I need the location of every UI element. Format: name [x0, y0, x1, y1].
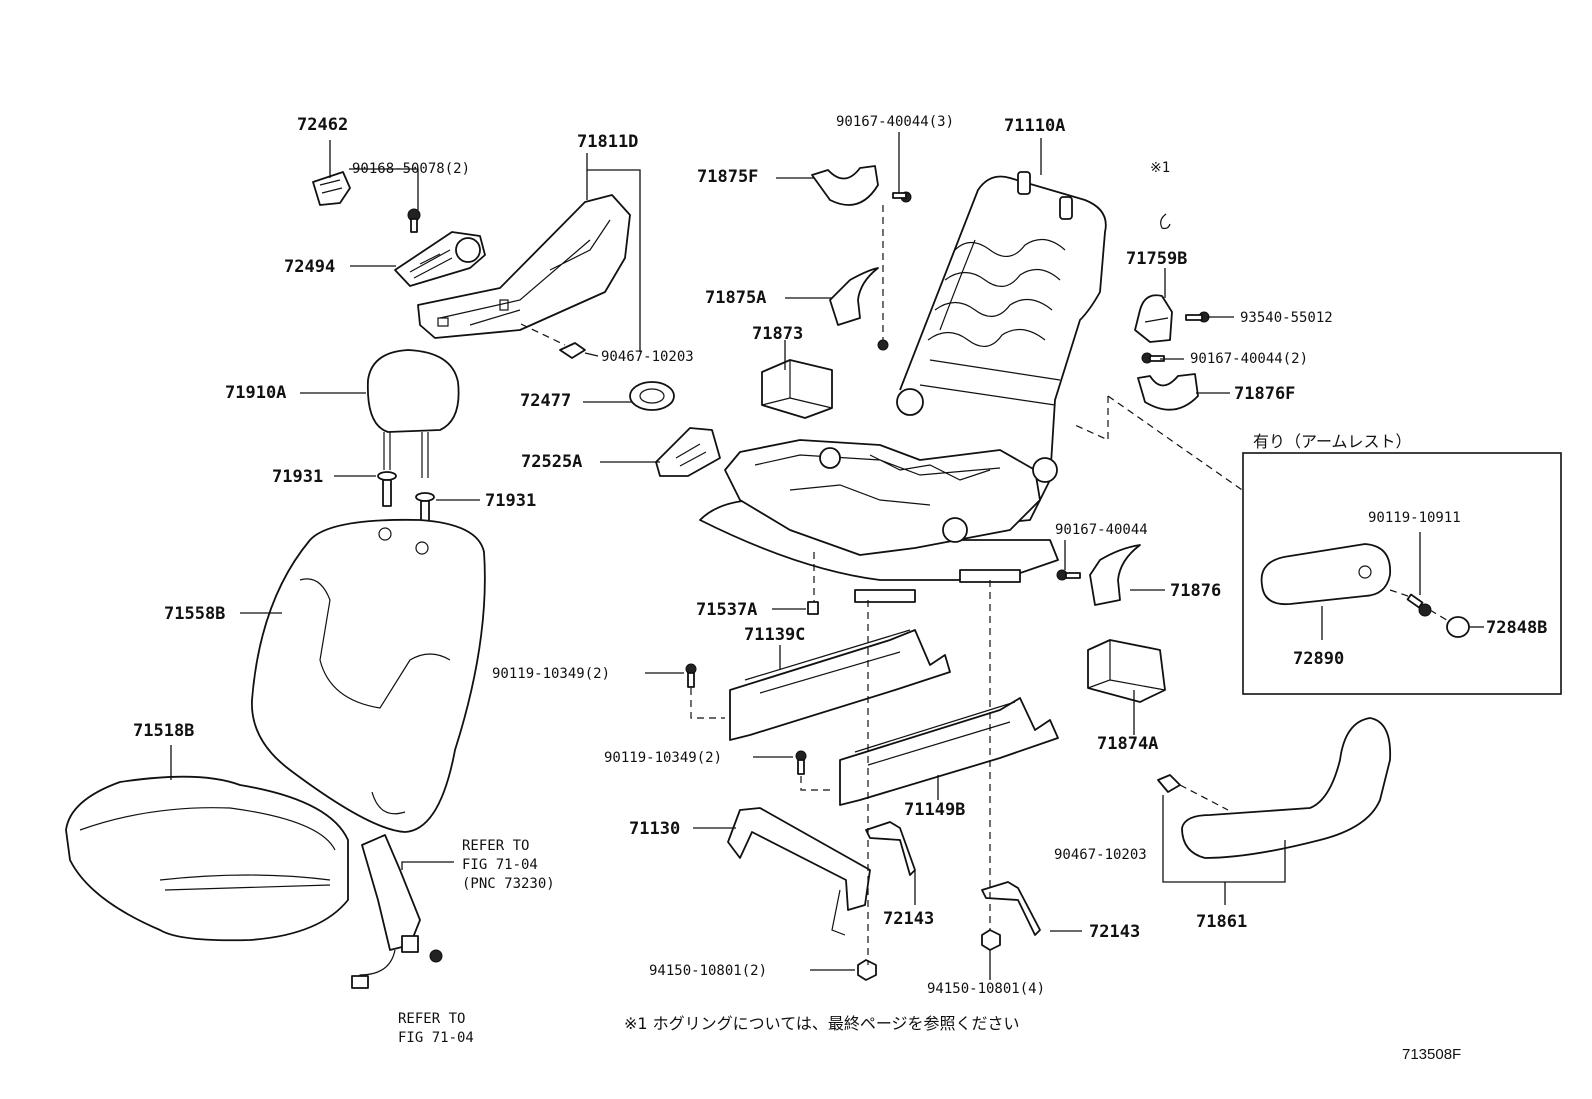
label-90167-40044-2: 90167-40044(2) [1190, 351, 1308, 367]
part-71811D-shield [417, 194, 631, 339]
part-72477-ring [629, 381, 675, 411]
label-90168-50078: 90168-50078(2) [352, 161, 470, 177]
label-71931-b: 71931 [485, 491, 536, 511]
label-71518B: 71518B [133, 721, 194, 741]
nut-94150-a [857, 959, 877, 981]
label-hog-ring-note-mark: ※1 [1150, 160, 1170, 176]
label-71931-a: 71931 [272, 467, 323, 487]
part-72525A-knob [655, 427, 721, 477]
part-72143-bracket-a [865, 821, 916, 876]
clip-90467-a [559, 342, 586, 359]
label-71130: 71130 [629, 819, 680, 839]
label-72477: 72477 [520, 391, 571, 411]
part-71518B-cushion-cover [65, 775, 349, 942]
part-71149B-rail [795, 697, 1059, 806]
hog-ring-clip [1160, 213, 1171, 230]
refer-note-2-line2: FIG 71-04 [398, 1030, 474, 1046]
cap-72848B [1446, 616, 1470, 638]
label-94150-10801-4: 94150-10801(4) [927, 981, 1045, 997]
label-90467-10203-a: 90467-10203 [601, 349, 694, 365]
leader-lines [170, 132, 1484, 980]
screw-93540 [1185, 311, 1210, 323]
dashed-guides [520, 205, 1451, 965]
label-71558B: 71558B [164, 604, 225, 624]
part-72494-cover [394, 231, 486, 287]
part-71876F-bracket [1137, 373, 1199, 411]
part-labels: 72462 90168-50078(2) 71811D 72494 90467-… [133, 114, 1547, 1063]
part-71558B-seatback-cover [251, 518, 486, 833]
label-71874A: 71874A [1097, 734, 1158, 754]
label-72494: 72494 [284, 257, 335, 277]
screw-90167-d [1056, 569, 1081, 581]
armrest-option-box [1242, 452, 1562, 695]
label-72143-b: 72143 [1089, 922, 1140, 942]
part-71861-garnish [1181, 717, 1392, 859]
label-71110A: 71110A [1004, 116, 1065, 136]
screw-90167-c [1141, 352, 1165, 364]
part-71537A-pad [807, 601, 819, 615]
footnote: ※1 ホグリングについては、最終ページを参照ください [624, 1014, 1020, 1033]
screw-90168 [407, 208, 421, 233]
label-71537A: 71537A [696, 600, 757, 620]
armrest-box-title: 有り（アームレスト） [1253, 432, 1412, 451]
label-71876F: 71876F [1234, 384, 1295, 404]
label-71910A: 71910A [225, 383, 286, 403]
label-71875F: 71875F [697, 167, 758, 187]
part-71874A-pad [1087, 639, 1166, 703]
nut-94150-b [981, 929, 1001, 951]
label-72462: 72462 [297, 115, 348, 135]
part-71931-guide-a [377, 471, 397, 507]
label-71875A: 71875A [705, 288, 766, 308]
part-71875A-bracket [829, 267, 879, 326]
bolt-90119-10911 [1406, 593, 1432, 617]
label-71876: 71876 [1170, 581, 1221, 601]
clip-90467-b [1157, 774, 1181, 793]
part-71139C-rail [685, 629, 951, 741]
label-72890: 72890 [1293, 649, 1344, 669]
label-72848B: 72848B [1486, 618, 1547, 638]
label-71811D: 71811D [577, 132, 638, 152]
part-72890-armrest [1260, 543, 1391, 606]
refer-note-1-line2: FIG 71-04 [462, 857, 538, 873]
part-71873-pad [761, 359, 833, 419]
label-90119-10349-b: 90119-10349(2) [604, 750, 722, 766]
refer-note-1-line1: REFER TO [462, 838, 529, 854]
screw-90167-b [877, 339, 889, 351]
part-71110A-seat-frame [699, 171, 1107, 603]
figure-code: 713508F [1402, 1046, 1461, 1063]
part-71910A-headrest [366, 349, 460, 478]
part-71875F-bracket [811, 165, 879, 206]
label-71149B: 71149B [904, 800, 965, 820]
label-90119-10911: 90119-10911 [1368, 510, 1461, 526]
part-seatbelt-buckle [351, 834, 443, 989]
label-71861: 71861 [1196, 912, 1247, 932]
label-93540-55012: 93540-55012 [1240, 310, 1333, 326]
part-71130-crossbar [727, 807, 871, 936]
part-71759B-cover [1134, 294, 1173, 343]
refer-note-1-line3: (PNC 73230) [462, 876, 555, 892]
label-94150-10801-2: 94150-10801(2) [649, 963, 767, 979]
part-72143-bracket-b [981, 881, 1041, 936]
part-72462-cover [312, 171, 351, 206]
screw-90167-a [892, 191, 912, 203]
label-90467-10203-b: 90467-10203 [1054, 847, 1147, 863]
label-71139C: 71139C [744, 625, 805, 645]
label-72525A: 72525A [521, 452, 582, 472]
label-71759B: 71759B [1126, 249, 1187, 269]
label-90119-10349-a: 90119-10349(2) [492, 666, 610, 682]
label-72143-a: 72143 [883, 909, 934, 929]
refer-note-2-line1: REFER TO [398, 1011, 465, 1027]
part-71876-bracket [1089, 544, 1141, 606]
label-90167-40044-3: 90167-40044(3) [836, 114, 954, 130]
label-71873: 71873 [752, 324, 803, 344]
label-90167-40044: 90167-40044 [1055, 522, 1148, 538]
